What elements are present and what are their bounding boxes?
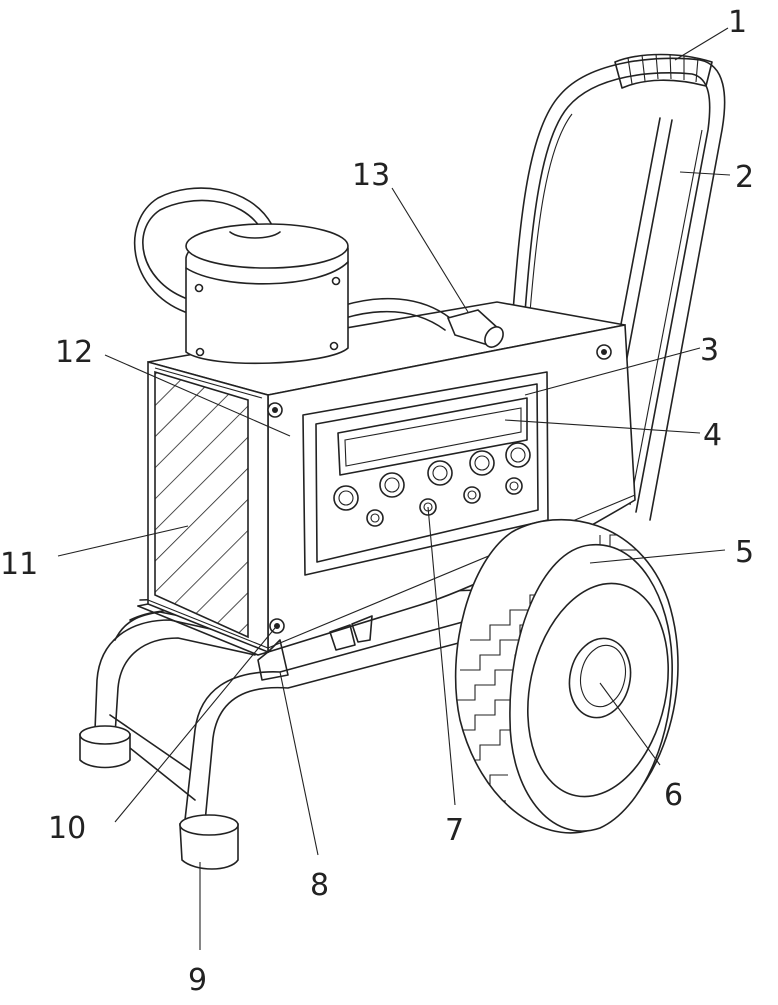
handle-grip <box>614 53 713 89</box>
part-labels: 1 2 3 4 5 6 7 8 9 10 11 12 13 <box>0 5 754 998</box>
label-10: 10 <box>48 811 86 846</box>
spray-nozzle <box>446 309 504 348</box>
label-13: 13 <box>352 158 390 193</box>
hose <box>133 187 451 331</box>
knobs <box>333 442 531 527</box>
label-4: 4 <box>703 418 722 453</box>
label-8: 8 <box>310 868 329 903</box>
handle-frame <box>512 57 726 521</box>
display-screen <box>337 397 528 476</box>
leader-lines <box>57 27 731 950</box>
label-7: 7 <box>445 813 464 848</box>
label-6: 6 <box>664 778 683 813</box>
label-3: 3 <box>700 333 719 368</box>
control-panel <box>302 371 549 576</box>
label-5: 5 <box>735 535 754 570</box>
label-11: 11 <box>0 547 38 582</box>
motor-unit <box>185 223 349 365</box>
label-9: 9 <box>188 963 207 998</box>
mount-brackets <box>257 615 373 681</box>
label-1: 1 <box>728 5 747 40</box>
label-12: 12 <box>55 335 93 370</box>
screws <box>267 344 612 634</box>
wheel <box>454 518 679 834</box>
side-panel <box>154 370 249 639</box>
label-2: 2 <box>735 160 754 195</box>
caster-front <box>179 814 239 870</box>
caster-back <box>79 725 131 769</box>
